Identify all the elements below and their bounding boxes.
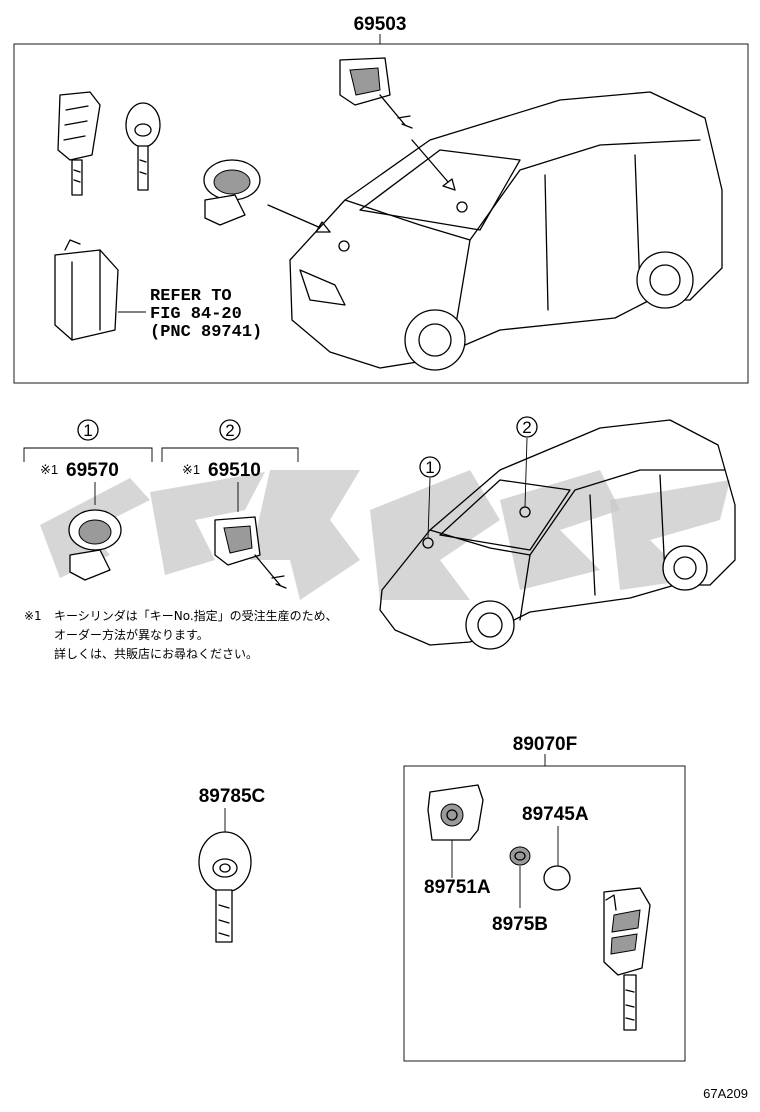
footnote: ※1 キーシリンダは「キーNo.指定」の受注生産のため、 オーダー方法が異なりま… xyxy=(24,608,338,661)
callout-1-note-mark: ※1 xyxy=(40,462,58,477)
callout-2-number: 2 xyxy=(225,421,234,440)
refer-note-line-3: (PNC 89741) xyxy=(150,323,262,342)
ecu-box-illustration xyxy=(54,239,146,341)
refer-note-line-1: REFER TO xyxy=(150,287,232,306)
watermark-logo xyxy=(40,470,730,600)
remote-key-2-illustration xyxy=(603,887,651,1031)
vehicle-illustration-location: 1 2 xyxy=(379,416,736,650)
callout-1-circle xyxy=(77,419,99,441)
key-part-group: 89785C xyxy=(198,786,266,943)
footnote-line-2: オーダー方法が異なります。 xyxy=(54,627,209,642)
vehicle-callout-2: 2 xyxy=(522,418,531,437)
callout-1-number: 1 xyxy=(83,421,92,440)
callout-2-circle xyxy=(219,419,241,441)
remote-assembly-group: 89070F 89751A 8975B 89745A xyxy=(403,734,686,1062)
remote-seal-illustration xyxy=(509,846,531,866)
remote-key-illustration xyxy=(57,91,101,196)
callout-1-part-number: 69570 xyxy=(66,460,119,481)
door-cylinder-illustration xyxy=(339,57,413,129)
remote-component-89751A: 89751A xyxy=(424,877,491,898)
remote-assembly-part-number: 89070F xyxy=(513,734,577,755)
callout-2-note-mark: ※1 xyxy=(182,462,200,477)
ignition-cylinder-illustration xyxy=(203,159,261,226)
footnote-line-3: 詳しくは、共販店にお尋ねください。 xyxy=(54,646,258,661)
remote-case-illustration xyxy=(427,784,484,841)
figure-code: 67A209 xyxy=(703,1086,748,1101)
transponder-key-illustration xyxy=(125,102,161,191)
battery-illustration xyxy=(543,865,571,891)
footnote-mark: ※1 xyxy=(24,609,42,623)
top-assembly-part-number: 69503 xyxy=(354,14,407,35)
key-part-number: 89785C xyxy=(199,786,266,807)
top-assembly-group: 69503 xyxy=(13,14,749,384)
vehicle-callout-2-circle xyxy=(516,416,538,438)
vehicle-callout-1: 1 xyxy=(425,458,434,477)
remote-component-8975B: 8975B xyxy=(492,914,548,935)
lock-cylinder-1-illustration xyxy=(68,509,122,581)
vehicle-callout-1-circle xyxy=(419,456,441,478)
door-cylinder-2-illustration xyxy=(214,516,287,589)
transponder-key-2-illustration xyxy=(198,831,252,943)
footnote-line-1: キーシリンダは「キーNo.指定」の受注生産のため、 xyxy=(54,608,338,623)
callout-group-2: 2 ※1 69510 xyxy=(161,419,299,589)
remote-assembly-frame xyxy=(403,765,686,1062)
top-assembly-frame xyxy=(13,43,749,384)
remote-component-89745A: 89745A xyxy=(522,804,589,825)
callout-group-1: 1 ※1 69570 xyxy=(23,419,153,581)
callout-2-part-number: 69510 xyxy=(208,460,261,481)
refer-note-line-2: FIG 84-20 xyxy=(150,305,242,324)
vehicle-illustration-top xyxy=(289,91,723,371)
